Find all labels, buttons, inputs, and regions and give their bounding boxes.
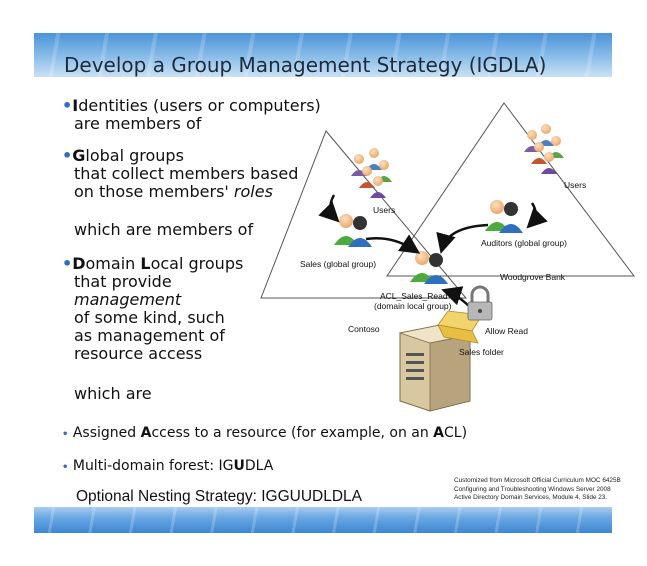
bullet-global-line2: that collect members based [74,164,299,183]
label-users-left: Users [373,205,396,215]
label-woodgrove-bank: Woodgrove Bank [500,272,566,282]
domain-local-line6: resource access [74,344,203,363]
domain-local-line4: of some kind, such [74,308,225,327]
igdla-diagram [260,102,636,412]
label-domain-local-group: (domain local group) [374,301,452,311]
footer-band [34,507,612,533]
slide: Develop a Group Management Strategy (IGD… [34,33,636,533]
auditors-group-icon [485,200,523,233]
arrow-users-to-auditors [526,202,548,229]
domain-local-line2: that provide [74,272,172,291]
contoso-triangle [260,130,468,299]
title-banner [34,33,612,77]
arrow-users-to-sales [318,194,340,223]
domain-local-line5: as management of [74,326,225,345]
label-auditors-group: Auditors (global group) [481,238,567,248]
label-contoso: Contoso [348,324,380,334]
arrow-sales-to-acl [365,234,421,254]
label-users-right: Users [564,180,587,190]
woodgrove-triangle [386,102,636,277]
bullet-global: •Global groups [62,146,184,165]
bullet-identities-line2: are members of [74,114,202,133]
server-icon [398,324,472,412]
lock-icon [467,285,493,321]
label-acl-sales-read: ACL_Sales_Read [380,291,448,301]
which-are-members-of: which are members of [74,220,254,239]
label-sales-group: Sales (global group) [300,259,377,269]
bullet-assigned-access: • Assigned Access to a resource (for exa… [62,425,468,441]
users-left-icon [351,148,392,198]
label-sales-folder: Sales folder [459,347,504,357]
slide-title: Develop a Group Management Strategy (IGD… [64,53,547,77]
bullet-multi-domain: • Multi-domain forest: IGUDLA [62,458,274,474]
users-right-icon [524,124,564,174]
arrow-auditors-to-acl [436,223,489,254]
which-are: which are [74,384,152,403]
credit-note: Customized from Microsoft Official Curri… [454,477,621,501]
domain-local-line3: management [74,290,182,309]
acl-group-icon [410,251,448,284]
bullet-identities: •Identities (users or computers) [62,96,321,115]
optional-nesting-strategy: Optional Nesting Strategy: IGGUUDLDLA [76,488,363,505]
bullet-domain-local: •Domain Local groups [62,254,244,273]
sales-group-icon [334,214,372,247]
label-allow-read: Allow Read [485,326,528,336]
bullet-global-line3: on those members' roles [74,182,273,201]
